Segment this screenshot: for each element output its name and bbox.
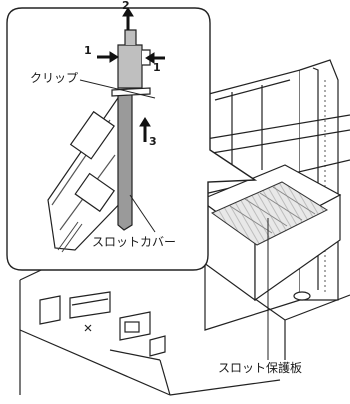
slot-cover-label: スロットカバー <box>92 235 177 249</box>
leader-lines <box>79 79 269 360</box>
step-number-2: 2 <box>122 0 130 12</box>
step-number-1-left: 1 <box>84 44 92 57</box>
arrows <box>97 7 165 142</box>
arrow-up-icon <box>122 7 134 17</box>
step-number-3: 3 <box>149 135 157 148</box>
slot-protector-plate <box>210 181 329 246</box>
arrow-left-icon <box>145 52 155 64</box>
slot-cover-leader <box>129 194 156 233</box>
clip-label: クリップ <box>30 71 79 85</box>
step-number-1-right: 1 <box>153 61 161 74</box>
clip-leader <box>79 79 156 99</box>
arrow-insert-icon <box>139 117 151 127</box>
slot-protector-label: スロット保護板 <box>218 361 303 375</box>
arrow-right-icon <box>109 51 119 63</box>
